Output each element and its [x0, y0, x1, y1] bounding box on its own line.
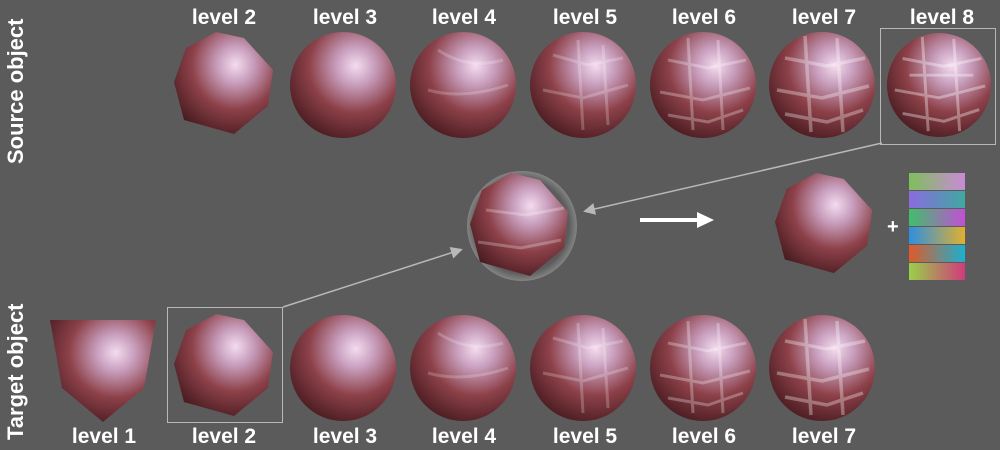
source-level-label: level 8 — [909, 6, 975, 29]
source-level-5-sphere — [530, 32, 636, 138]
target-level-label: level 1 — [71, 425, 137, 448]
target-highlight-frame — [167, 307, 283, 423]
target-level-1-cube — [50, 320, 156, 422]
source-to-result-arrow — [583, 142, 883, 215]
target-level-label: level 3 — [312, 425, 378, 448]
texture-map-swatch — [909, 173, 965, 190]
source-level-4-sphere — [410, 32, 516, 138]
target-level-7-sphere — [769, 315, 875, 421]
texture-map-swatch — [909, 263, 965, 280]
target-level-6-sphere — [650, 315, 756, 421]
texture-map-swatch — [909, 245, 965, 262]
source-level-label: level 2 — [191, 6, 257, 29]
texture-map-swatch — [909, 227, 965, 244]
low-poly-output-polygon — [774, 172, 873, 274]
target-level-3-sphere — [290, 315, 396, 421]
source-level-label: level 3 — [312, 6, 378, 29]
source-level-label: level 7 — [791, 6, 857, 29]
target-level-label: level 5 — [552, 425, 618, 448]
target-level-label: level 2 — [191, 425, 257, 448]
plus-sign: + — [887, 216, 899, 238]
texture-maps-stack — [909, 173, 965, 281]
target-level-5-sphere — [530, 315, 636, 421]
target-level-label: level 6 — [671, 425, 737, 448]
target-level-4-sphere — [410, 315, 516, 421]
source-highlight-frame — [880, 28, 996, 145]
source-level-6-sphere — [650, 32, 756, 138]
target-level-label: level 4 — [431, 425, 497, 448]
target-to-result-arrow — [282, 247, 463, 308]
source-level-3-sphere — [290, 32, 396, 138]
target-level-2-polygon — [174, 314, 273, 416]
source-level-8-sphere — [886, 32, 992, 138]
target-level-label: level 7 — [791, 425, 857, 448]
bake-arrow — [640, 212, 714, 228]
source-level-label: level 6 — [671, 6, 737, 29]
texture-map-swatch — [909, 209, 965, 226]
source-level-label: level 4 — [431, 6, 497, 29]
source-level-7-sphere — [769, 32, 875, 138]
baked-result-sphere — [467, 171, 577, 281]
source-level-2-polygon — [174, 32, 273, 134]
texture-map-swatch — [909, 191, 965, 208]
source-level-label: level 5 — [552, 6, 618, 29]
